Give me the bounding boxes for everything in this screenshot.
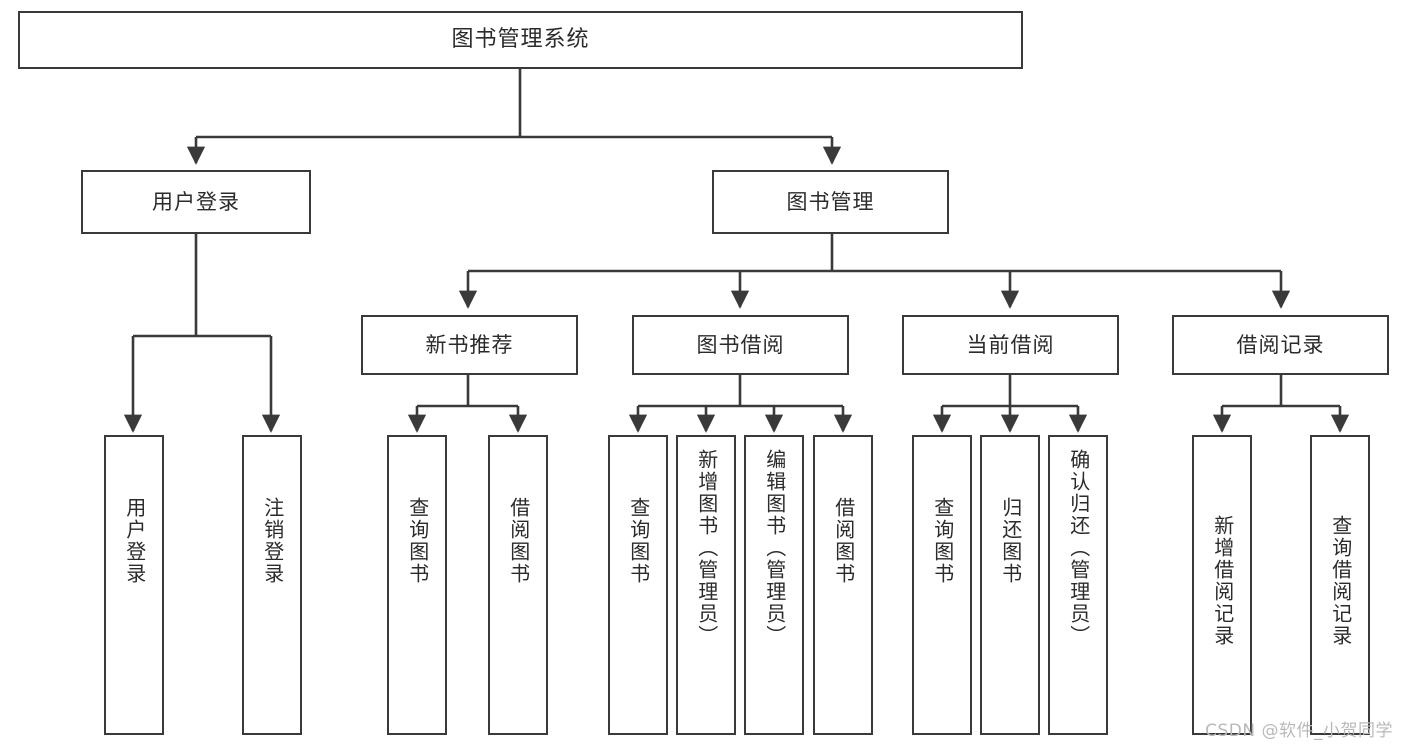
node-new-book-recommend-label: 新书推荐 [425, 332, 514, 357]
leaf-label: 借阅图书 [831, 497, 856, 585]
leaf-label: 查询图书 [930, 497, 955, 585]
leaf-borrow-record-add[interactable]: 新增借阅记录 [1192, 435, 1252, 735]
leaf-book-borrow-borrow[interactable]: 借阅图书 [813, 435, 873, 735]
node-user-login-label: 用户登录 [152, 189, 240, 214]
node-book-management-label: 图书管理 [786, 189, 875, 214]
leaf-label: 新增借阅记录 [1210, 515, 1235, 647]
leaf-new-book-borrow[interactable]: 借阅图书 [488, 435, 548, 735]
leaf-current-borrow-query[interactable]: 查询图书 [912, 435, 972, 735]
leaf-current-borrow-confirm[interactable]: 确认归还（管理员） [1048, 435, 1108, 735]
node-book-management[interactable]: 图书管理 [712, 170, 949, 234]
leaf-label: 查询图书 [405, 497, 430, 585]
node-root-label: 图书管理系统 [451, 27, 590, 53]
leaf-new-book-query[interactable]: 查询图书 [387, 435, 447, 735]
node-book-borrow[interactable]: 图书借阅 [632, 315, 849, 375]
leaf-label: 归还图书 [998, 497, 1023, 585]
leaf-label: 查询借阅记录 [1328, 515, 1353, 647]
node-borrow-record-label: 借阅记录 [1236, 332, 1325, 357]
leaf-label: 用户登录 [122, 497, 147, 585]
leaf-book-borrow-add[interactable]: 新增图书（管理员） [676, 435, 736, 735]
node-borrow-record[interactable]: 借阅记录 [1172, 315, 1389, 375]
leaf-label: 编辑图书（管理员） [762, 449, 787, 647]
node-user-login[interactable]: 用户登录 [81, 170, 311, 234]
leaf-book-borrow-query[interactable]: 查询图书 [608, 435, 668, 735]
watermark: CSDN @软件_小贺同学 [1205, 721, 1393, 741]
leaf-label: 查询图书 [626, 497, 651, 585]
node-book-borrow-label: 图书借阅 [696, 332, 785, 357]
leaf-user-login-logout[interactable]: 注销登录 [242, 435, 302, 735]
leaf-label: 确认归还（管理员） [1066, 449, 1091, 647]
leaf-current-borrow-return[interactable]: 归还图书 [980, 435, 1040, 735]
leaf-label: 借阅图书 [506, 497, 531, 585]
leaf-book-borrow-edit[interactable]: 编辑图书（管理员） [744, 435, 804, 735]
node-current-borrow-label: 当前借阅 [966, 332, 1055, 357]
node-new-book-recommend[interactable]: 新书推荐 [361, 315, 578, 375]
leaf-borrow-record-query[interactable]: 查询借阅记录 [1310, 435, 1370, 735]
node-root[interactable]: 图书管理系统 [18, 11, 1023, 69]
leaf-label: 新增图书（管理员） [694, 449, 719, 647]
node-current-borrow[interactable]: 当前借阅 [902, 315, 1119, 375]
leaf-label: 注销登录 [260, 497, 285, 585]
leaf-user-login-login[interactable]: 用户登录 [104, 435, 164, 735]
